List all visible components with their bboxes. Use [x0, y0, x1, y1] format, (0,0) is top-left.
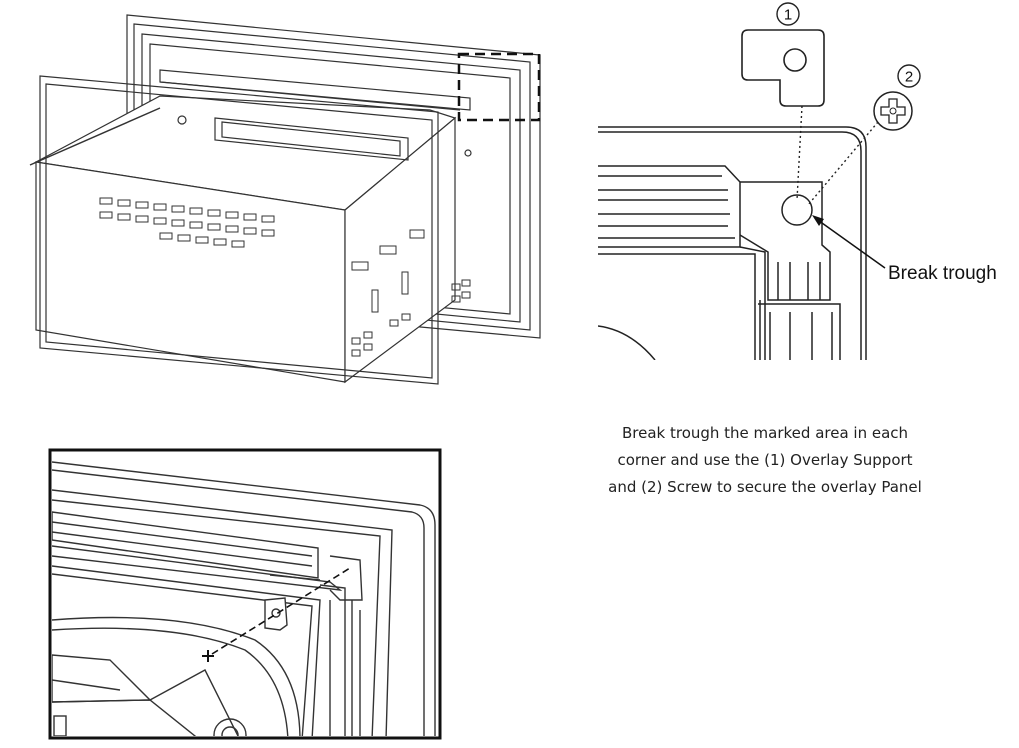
- instruction-caption: Break trough the marked area in each cor…: [585, 420, 945, 501]
- caption-line-2: corner and use the (1) Overlay Support: [617, 451, 913, 469]
- zoom-screw-icon: [202, 650, 214, 662]
- break-trough-label: Break trough: [888, 263, 997, 284]
- detail-marker-box: [457, 52, 541, 122]
- overlay-support-bracket: [741, 29, 825, 107]
- support-leader-line: [796, 105, 803, 201]
- marker-1: 1: [776, 2, 800, 26]
- caption-line-3: and (2) Screw to secure the overlay Pane…: [608, 478, 922, 496]
- svg-text:1: 1: [784, 7, 792, 24]
- marker-2: 2: [897, 64, 921, 88]
- drawer-assembly-illustration: [29, 14, 541, 385]
- break-trough-arrow: [812, 215, 886, 269]
- zoom-detail-illustration: [52, 461, 436, 736]
- svg-text:2: 2: [905, 69, 913, 86]
- screw-leader-line: [807, 121, 879, 206]
- screw-icon: [873, 91, 913, 131]
- caption-line-1: Break trough the marked area in each: [621, 424, 909, 442]
- corner-detail-illustration: [598, 126, 867, 360]
- zoom-leader-line: [211, 567, 351, 655]
